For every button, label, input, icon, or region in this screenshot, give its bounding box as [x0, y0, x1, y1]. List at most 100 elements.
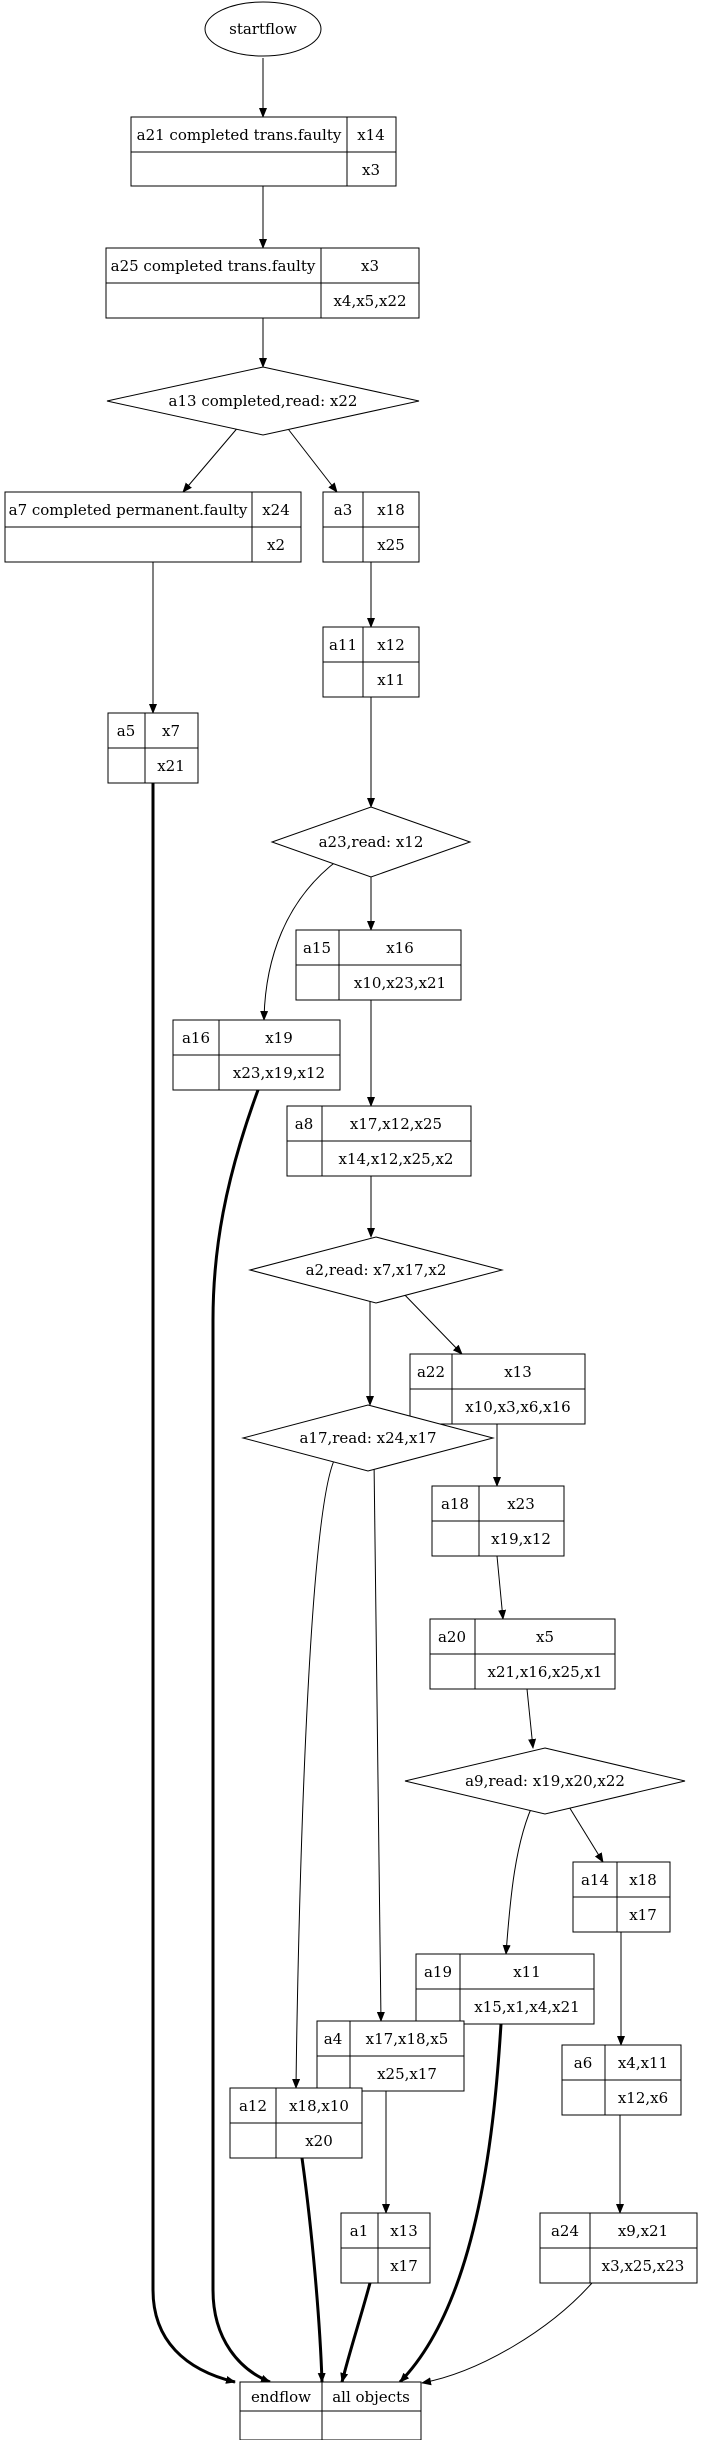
- node-a5-in: x7: [162, 722, 180, 740]
- node-a19-id: a19: [424, 1963, 452, 1981]
- node-a3-id: a3: [334, 501, 353, 519]
- node-a15-in: x16: [386, 939, 414, 957]
- start-node: startflow: [204, 1, 322, 57]
- node-a5-out: x21: [157, 757, 185, 775]
- node-a24: a24 x9,x21 x3,x25,x23: [539, 2212, 698, 2284]
- node-a14-out: x17: [629, 1906, 657, 1924]
- decision-a13: a13 completed,read: x22: [106, 366, 420, 436]
- edge-a19-end: [398, 2023, 503, 2384]
- node-a25: a25 completed trans.faulty x3 x4,x5,x22: [105, 247, 420, 319]
- node-a7-in: x24: [262, 501, 290, 519]
- node-a6-id: a6: [574, 2054, 593, 2072]
- node-a21-out: x3: [362, 161, 380, 179]
- node-a8: a8 x17,x12,x25 x14,x12,x25,x2: [286, 1105, 472, 1177]
- node-a11-in: x12: [377, 636, 405, 654]
- decision-a23-label: a23,read: x12: [319, 833, 424, 851]
- edge-a5-end: [151, 783, 236, 2384]
- node-a15: a15 x16 x10,x23,x21: [295, 929, 462, 1001]
- node-a16-out: x23,x19,x12: [233, 1064, 325, 1082]
- node-a25-in: x3: [361, 257, 379, 275]
- node-a24-out: x3,x25,x23: [602, 2257, 685, 2275]
- node-a19-out: x15,x1,x4,x21: [474, 1998, 579, 2016]
- node-a7-out: x2: [267, 536, 285, 554]
- node-a22-id: a22: [417, 1363, 445, 1381]
- start-label: startflow: [229, 20, 297, 38]
- edge-a9-a19: [502, 1799, 536, 1955]
- node-a18-in: x23: [507, 1495, 535, 1513]
- node-a20-out: x21,x16,x25,x1: [488, 1663, 603, 1681]
- node-a7-id: a7 completed permanent.faulty: [9, 501, 248, 519]
- edge-a12-end: [300, 2157, 326, 2383]
- node-a8-in: x17,x12,x25: [350, 1115, 442, 1133]
- node-a3-out: x25: [377, 536, 405, 554]
- node-a22-out: x10,x3,x6,x16: [465, 1398, 570, 1416]
- node-a5: a5 x7 x21: [107, 712, 199, 784]
- decision-a23: a23,read: x12: [270, 806, 472, 878]
- node-a1-id: a1: [350, 2222, 369, 2240]
- node-a8-out: x14,x12,x25,x2: [339, 1150, 454, 1168]
- node-a12-out: x20: [305, 2132, 333, 2150]
- edge-a16-end: [211, 1089, 271, 2384]
- decision-a17-label: a17,read: x24,x17: [299, 1429, 436, 1447]
- node-a18: a18 x23 x19,x12: [431, 1485, 565, 1557]
- node-a15-id: a15: [303, 939, 331, 957]
- node-a12-in: x18,x10: [289, 2097, 349, 2115]
- node-a25-id: a25 completed trans.faulty: [111, 257, 316, 275]
- node-a4: a4 x17,x18,x5 x25,x17: [316, 2020, 465, 2092]
- decision-a9: a9,read: x19,x20,x22: [404, 1747, 686, 1815]
- node-a6-in: x4,x11: [618, 2054, 668, 2072]
- node-a4-in: x17,x18,x5: [366, 2030, 449, 2048]
- node-a7: a7 completed permanent.faulty x24 x2: [4, 491, 302, 563]
- edge-a17-a4: [373, 1459, 385, 2022]
- edge-a18-a20: [496, 1555, 507, 1620]
- decision-a2: a2,read: x7,x17,x2: [248, 1236, 504, 1304]
- node-a25-out: x4,x5,x22: [333, 292, 406, 310]
- node-a11-id: a11: [329, 636, 357, 654]
- node-a14-in: x18: [629, 1871, 657, 1889]
- node-a21-in: x14: [357, 126, 385, 144]
- edge-a2-a22: [399, 1289, 463, 1355]
- edge-a23-a16: [260, 859, 339, 1021]
- node-a24-in: x9,x21: [618, 2222, 668, 2240]
- edge-a13-a3: [284, 424, 338, 493]
- node-a20-in: x5: [536, 1628, 554, 1646]
- node-a16: a16 x19 x23,x19,x12: [172, 1019, 341, 1091]
- node-a20-id: a20: [438, 1628, 466, 1646]
- node-a16-id: a16: [182, 1029, 210, 1047]
- node-a5-id: a5: [117, 722, 136, 740]
- node-a12: a12 x18,x10 x20: [229, 2087, 363, 2159]
- node-a11: a11 x12 x11: [322, 626, 420, 698]
- node-a1-in: x13: [390, 2222, 418, 2240]
- node-a14: a14 x18 x17: [572, 1861, 671, 1933]
- node-a6: a6 x4,x11 x12,x6: [561, 2044, 682, 2116]
- node-a19-in: x11: [513, 1963, 541, 1981]
- end-in: all objects: [332, 2388, 410, 2406]
- node-a14-id: a14: [581, 1871, 609, 1889]
- decision-a17: a17,read: x24,x17: [241, 1404, 495, 1472]
- node-a24-id: a24: [551, 2222, 579, 2240]
- node-a8-id: a8: [295, 1115, 314, 1133]
- node-a12-id: a12: [239, 2097, 267, 2115]
- node-a22-in: x13: [504, 1363, 532, 1381]
- node-a22: a22 x13 x10,x3,x6,x16: [409, 1353, 586, 1425]
- end-id: endflow: [251, 2388, 311, 2406]
- decision-a13-label: a13 completed,read: x22: [169, 392, 358, 410]
- node-a4-out: x25,x17: [377, 2065, 437, 2083]
- edge-a13-a7: [182, 424, 241, 493]
- node-a15-out: x10,x23,x21: [354, 974, 446, 992]
- node-a19: a19 x11 x15,x1,x4,x21: [415, 1953, 595, 2025]
- node-a1-out: x17: [390, 2257, 418, 2275]
- node-a1: a1 x13 x17: [340, 2212, 431, 2284]
- edge-a20-a9: [526, 1688, 537, 1749]
- node-a3-in: x18: [377, 501, 405, 519]
- edge-a24-end: [421, 2282, 593, 2386]
- node-a11-out: x11: [377, 671, 405, 689]
- node-a18-out: x19,x12: [491, 1530, 551, 1548]
- node-a18-id: a18: [441, 1495, 469, 1513]
- edge-a17-a12: [292, 1454, 338, 2089]
- node-a21: a21 completed trans.faulty x14 x3: [130, 116, 397, 187]
- node-a16-in: x19: [265, 1029, 293, 1047]
- decision-a9-label: a9,read: x19,x20,x22: [465, 1772, 625, 1790]
- edges: [149, 58, 625, 2386]
